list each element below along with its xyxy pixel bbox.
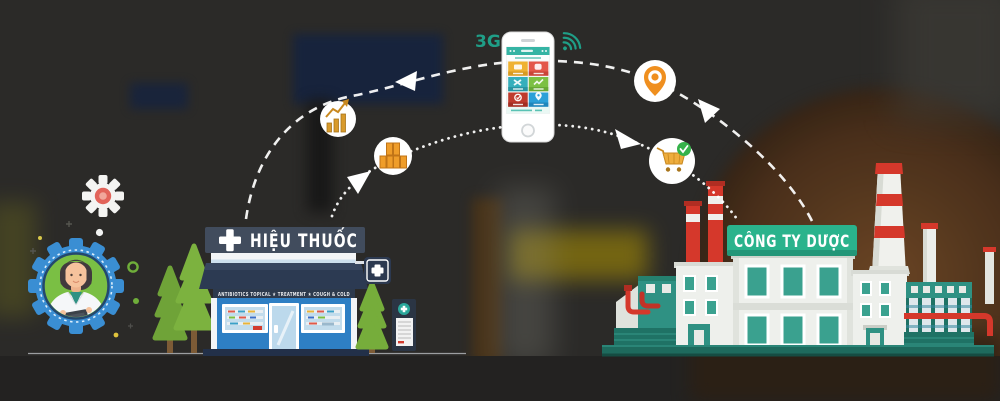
arrowhead-outer-right <box>698 99 720 123</box>
factory-platform <box>602 345 994 357</box>
storefront-pilaster-left <box>211 298 217 351</box>
processing-unit-right <box>904 282 993 350</box>
company-sign-label: CÔNG TY DƯỢC <box>734 232 850 251</box>
decor-plus-1 <box>30 248 36 254</box>
storefront-pilaster-right <box>351 298 357 351</box>
tree-left-small <box>152 265 188 353</box>
thin-far-chimney <box>983 247 996 304</box>
entrance-door <box>269 303 299 353</box>
network-3g-label: 3G <box>475 32 501 52</box>
phone-home-button <box>521 123 535 138</box>
decor-dot-green <box>133 298 139 304</box>
arrowhead-inner-left <box>347 171 371 194</box>
decor-dot-yellow <box>113 332 119 338</box>
decor-dot-white <box>95 228 104 237</box>
factory-left-wing <box>674 262 735 350</box>
factory-right-wing <box>851 270 909 350</box>
goods-boxes-icon <box>374 137 412 175</box>
display-window-right <box>301 304 345 333</box>
arrowhead-inner-right <box>615 129 641 149</box>
phone-speaker <box>521 39 535 42</box>
boiler-outbuilding-left <box>614 276 680 350</box>
decor-ring-green <box>127 261 139 273</box>
small-red-gear-icon <box>82 175 124 217</box>
awning-banner-text: ANTIBIOTICS TOPICAL ★ TREATMENT ★ COUGH … <box>218 292 350 298</box>
display-window-left <box>222 304 268 333</box>
pharmacy-sign-label: HIỆU THUỐC <box>250 226 358 252</box>
arrowhead-outer-left <box>395 71 417 91</box>
awning-highlight <box>204 263 363 270</box>
decor-plus-2 <box>66 221 72 227</box>
decor-dot-yellow-2 <box>38 236 42 240</box>
wifi-signal-icon <box>562 32 582 51</box>
pharmacist-gear-emblem <box>28 221 139 338</box>
tree-right <box>355 281 389 353</box>
big-smokestack <box>868 163 910 274</box>
location-pin-icon <box>634 60 676 102</box>
red-chimney-tall <box>706 181 725 268</box>
factory-main-building <box>731 253 855 350</box>
pharmacy-storefront: HIỆU THUỐC ANTIBIOTICS TOPICAL ★ TREATME… <box>152 226 416 356</box>
pharmacy-kiosk <box>392 299 416 351</box>
storefront-base <box>203 349 369 356</box>
smartphone <box>501 31 555 143</box>
decor-plus-3 <box>128 323 133 329</box>
cart-check-icon <box>649 138 695 184</box>
red-chimney-left <box>684 201 702 268</box>
company-sign: CÔNG TY DƯỢC <box>727 225 857 256</box>
small-chimney-right <box>921 223 938 288</box>
pharma-company-factory: CÔNG TY DƯỢC <box>602 163 996 357</box>
